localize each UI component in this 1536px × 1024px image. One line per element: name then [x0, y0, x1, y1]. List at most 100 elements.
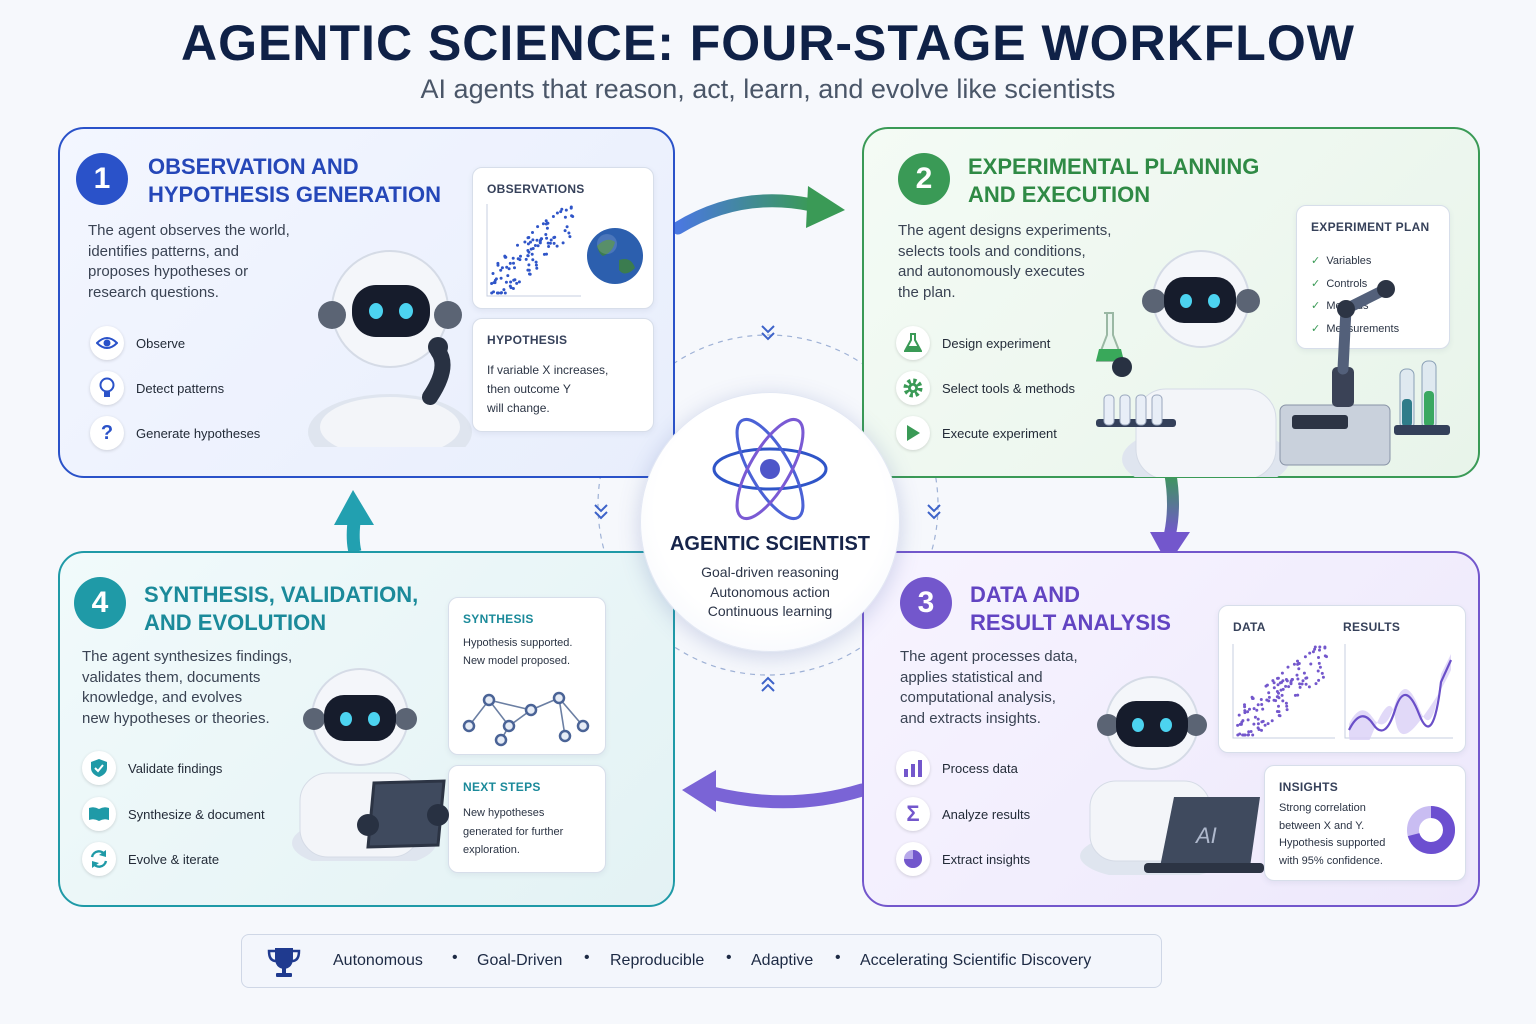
- scatter-dot: [1253, 715, 1257, 719]
- gear-icon: [896, 371, 930, 405]
- footer-separator: •: [452, 949, 458, 966]
- next-steps-panel: NEXT STEPS New hypotheses generated for …: [448, 765, 606, 873]
- scatter-dot: [1307, 685, 1311, 689]
- scatter-dot: [503, 254, 507, 258]
- scatter-dot: [527, 263, 531, 267]
- flask-icon: [896, 326, 930, 360]
- scatter-dot: [1309, 662, 1313, 666]
- atom-icon: [712, 417, 828, 521]
- scatter-dot: [1280, 693, 1284, 697]
- scatter-dot: [1293, 693, 1297, 697]
- stage-1-title: OBSERVATION AND HYPOTHESIS GENERATION: [148, 154, 441, 207]
- sigma-icon: Σ: [896, 797, 930, 831]
- arrow-4-to-1: [346, 521, 362, 554]
- stage-3-item-insights: Extract insights: [896, 842, 1030, 876]
- scatter-dot: [1318, 645, 1322, 649]
- scatter-dot: [1251, 733, 1255, 737]
- robot-tablet-illustration: [292, 668, 449, 861]
- scatter-dot: [518, 258, 522, 262]
- book-icon: [82, 797, 116, 831]
- scatter-dot: [1286, 665, 1290, 669]
- check-icon: ✓: [1311, 300, 1321, 312]
- question-icon: ?: [90, 416, 124, 450]
- scatter-dot: [500, 266, 504, 270]
- stage-1-card: 1 OBSERVATION AND HYPOTHESIS GENERATION …: [58, 127, 675, 478]
- scatter-dot: [1250, 695, 1254, 699]
- scatter-dot: [569, 206, 573, 210]
- scatter-dot: [564, 208, 568, 212]
- scatter-dot: [563, 229, 567, 233]
- scatter-dot: [1236, 723, 1240, 727]
- robot-laptop-illustration: AI: [1080, 676, 1264, 875]
- shield-check-icon: [82, 751, 116, 785]
- scatter-dot: [546, 241, 550, 245]
- footer-item-accelerating: Accelerating Scientific Discovery: [860, 952, 1092, 969]
- scatter-dot: [1261, 707, 1265, 711]
- scatter-dot: [1241, 733, 1245, 737]
- scatter-dot: [1314, 682, 1318, 686]
- scatter-dot: [536, 244, 540, 248]
- scatter-dot: [1321, 675, 1325, 679]
- globe-icon: [587, 228, 643, 284]
- experiment-plan-title: EXPERIMENT PLAN: [1311, 220, 1430, 234]
- scatter-dot: [1298, 685, 1302, 689]
- lightbulb-icon: [90, 371, 124, 405]
- scatter-dot: [535, 238, 539, 242]
- scatter-dot: [544, 233, 548, 236]
- laptop-label: AI: [1194, 823, 1217, 848]
- scatter-dot: [1297, 662, 1301, 665]
- scatter-dot: [1259, 698, 1263, 701]
- arrow-2-to-3-head: [1150, 532, 1190, 565]
- scatter-dot: [1313, 645, 1317, 649]
- synthesis-text: Hypothesis supported. New model proposed…: [463, 637, 573, 667]
- scatter-dot: [1298, 682, 1302, 686]
- scatter-dot: [526, 254, 530, 258]
- scatter-dot: [1296, 677, 1300, 681]
- page-title: AGENTIC SCIENCE: FOUR-STAGE WORKFLOW: [181, 15, 1355, 71]
- scatter-dot: [570, 214, 574, 218]
- stage-4-title: SYNTHESIS, VALIDATION, AND EVOLUTION: [144, 582, 419, 635]
- scatter-dot: [531, 247, 535, 250]
- scatter-dot: [509, 280, 513, 284]
- scatter-dot: [529, 240, 532, 244]
- scatter-dot: [492, 281, 496, 285]
- scatter-dot: [515, 281, 519, 285]
- stage-4-card: 4 SYNTHESIS, VALIDATION, AND EVOLUTION T…: [58, 551, 675, 907]
- hypothesis-panel-title: HYPOTHESIS: [487, 333, 568, 347]
- hub-title: AGENTIC SCIENTIST: [669, 533, 870, 555]
- observations-scatter-plot: [486, 204, 581, 297]
- scatter-dot: [1317, 661, 1321, 665]
- scatter-dot: [548, 241, 552, 245]
- stage-2-item-execute: Execute experiment: [896, 416, 1057, 450]
- stage-4-description: The agent synthesizes findings, validate…: [82, 648, 293, 727]
- scatter-dot: [499, 276, 503, 280]
- stage-4-item-synthesize: Synthesize & document: [82, 797, 265, 831]
- stage-2-item-tools: Select tools & methods: [896, 371, 1075, 405]
- scatter-dot: [1256, 726, 1260, 730]
- check-icon: ✓: [1311, 322, 1321, 335]
- stage-3-card: 3 DATA AND RESULT ANALYSIS The agent pro…: [862, 551, 1480, 907]
- chevron-right: [927, 504, 941, 520]
- stage-2-number: 2: [898, 153, 950, 205]
- next-steps-title: NEXT STEPS: [463, 780, 541, 794]
- scatter-dot: [1318, 648, 1321, 652]
- scatter-dot: [1292, 662, 1296, 666]
- scatter-dot: [496, 291, 499, 295]
- arrow-1-to-2-head: [806, 186, 845, 228]
- arrow-3-to-4-head: [682, 770, 716, 812]
- scatter-dot: [560, 207, 564, 211]
- stage-2-description: The agent designs experiments, selects t…: [898, 222, 1112, 301]
- scatter-dot: [1280, 680, 1284, 684]
- scatter-dot: [499, 291, 503, 295]
- insights-panel: INSIGHTS Strong correlation between X an…: [1264, 765, 1466, 881]
- scatter-dot: [1272, 681, 1276, 685]
- scatter-dot: [1263, 723, 1267, 727]
- scatter-dot: [1271, 679, 1275, 683]
- scatter-dot: [555, 244, 559, 248]
- stage-1-item-hypotheses: ? Generate hypotheses: [90, 416, 260, 450]
- scatter-dot: [1276, 676, 1279, 680]
- scatter-dot: [1278, 714, 1282, 718]
- hypothesis-panel: HYPOTHESIS If variable X increases, then…: [472, 318, 654, 432]
- scatter-dot: [1256, 703, 1260, 707]
- scatter-dot: [1297, 667, 1301, 671]
